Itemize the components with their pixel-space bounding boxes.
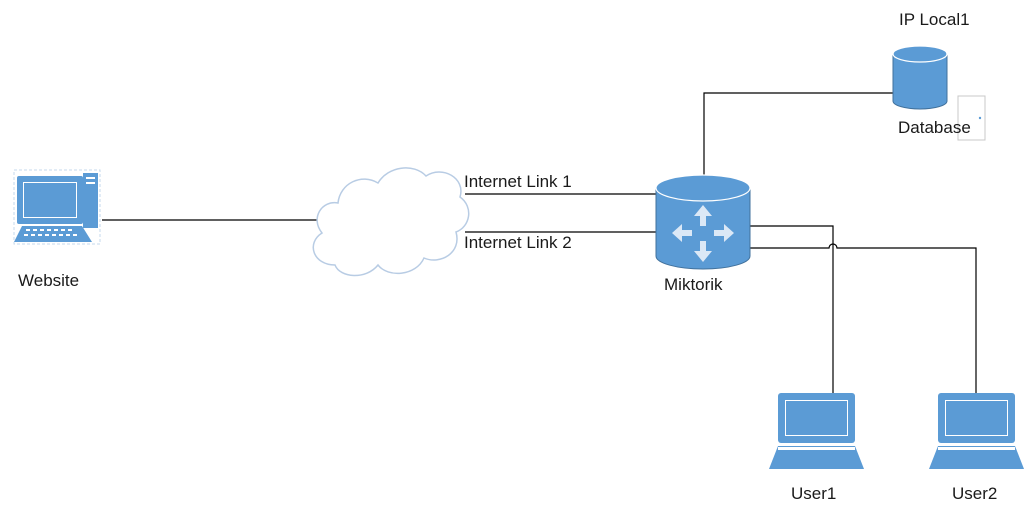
internet-link-1-label: Internet Link 1 — [464, 172, 572, 191]
internet-link-2-label: Internet Link 2 — [464, 233, 572, 252]
user1-label: User1 — [791, 484, 837, 503]
desktop-computer-icon — [13, 169, 101, 245]
user2-label: User2 — [952, 484, 998, 503]
router-icon — [655, 174, 751, 270]
internet-cloud-icon — [312, 167, 470, 277]
website-label: Website — [18, 271, 80, 290]
router-database-link — [703, 92, 893, 180]
laptop-icon-user1 — [769, 393, 864, 469]
laptop-icon-user2 — [929, 393, 1024, 469]
router-user1-link — [750, 225, 834, 393]
ip-local1-label: IP Local1 — [899, 10, 970, 29]
connections — [102, 92, 977, 393]
database-icon — [892, 45, 948, 110]
router-user2-link — [750, 243, 977, 393]
database-label: Database — [898, 118, 971, 137]
router-label: Miktorik — [664, 275, 723, 294]
database-server-icon — [957, 95, 986, 141]
